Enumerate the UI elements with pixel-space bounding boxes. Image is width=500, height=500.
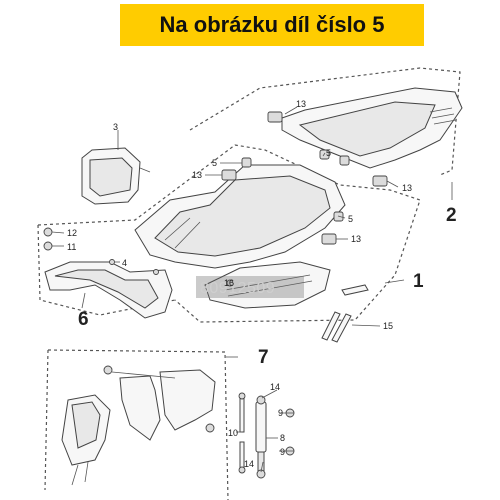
watermark-bg [196,276,304,298]
title-banner: Na obrázku díl číslo 5 [120,4,424,46]
rear-seat [281,87,463,169]
hardware [43,111,388,456]
leader-lines [51,106,453,473]
front-seat [134,164,346,269]
part-10-pins [238,392,246,474]
callout-4: 4 [122,258,127,268]
group-label-6: 6 [78,309,89,330]
seat-base [204,261,331,309]
callout-15: 15 [383,321,393,331]
group-label-1: 1 [413,271,424,292]
group-label-7: 7 [258,347,269,368]
part-15-strips [321,311,381,343]
callout-11: 11 [67,242,76,252]
callout-8: 8 [280,433,285,443]
title-text: Na obrázku díl číslo 5 [159,12,385,37]
callout-13-front-left: 13 [192,170,202,180]
callout-13-right: 13 [351,234,361,244]
callout-10: 10 [228,428,238,438]
watermark: 80912509 [200,280,275,297]
group-1-outline [37,144,421,323]
callout-13-rear-right: 13 [402,183,412,193]
callout-5-rear: 5 [326,148,331,158]
part-3-cover [81,130,151,205]
callout-9-top: 9 [278,408,283,418]
callout-16: 16 [224,278,234,288]
seat-hinge-assembly [61,369,216,486]
part-6-cowl [44,261,173,319]
callout-14-top: 14 [270,382,280,392]
callout-13-rear-left: 13 [296,99,306,109]
callout-5-front: 5 [212,158,217,168]
callout-12: 12 [67,228,77,238]
callout-14-bottom: 14 [244,459,254,469]
callout-3: 3 [113,122,118,132]
group-7-outline [44,349,229,500]
group-label-2: 2 [446,205,457,226]
group-2-outline [189,67,461,176]
gas-strut [255,395,267,479]
bracket [341,284,369,296]
callout-5-right: 5 [348,214,353,224]
callout-9-bottom: 9 [280,447,285,457]
